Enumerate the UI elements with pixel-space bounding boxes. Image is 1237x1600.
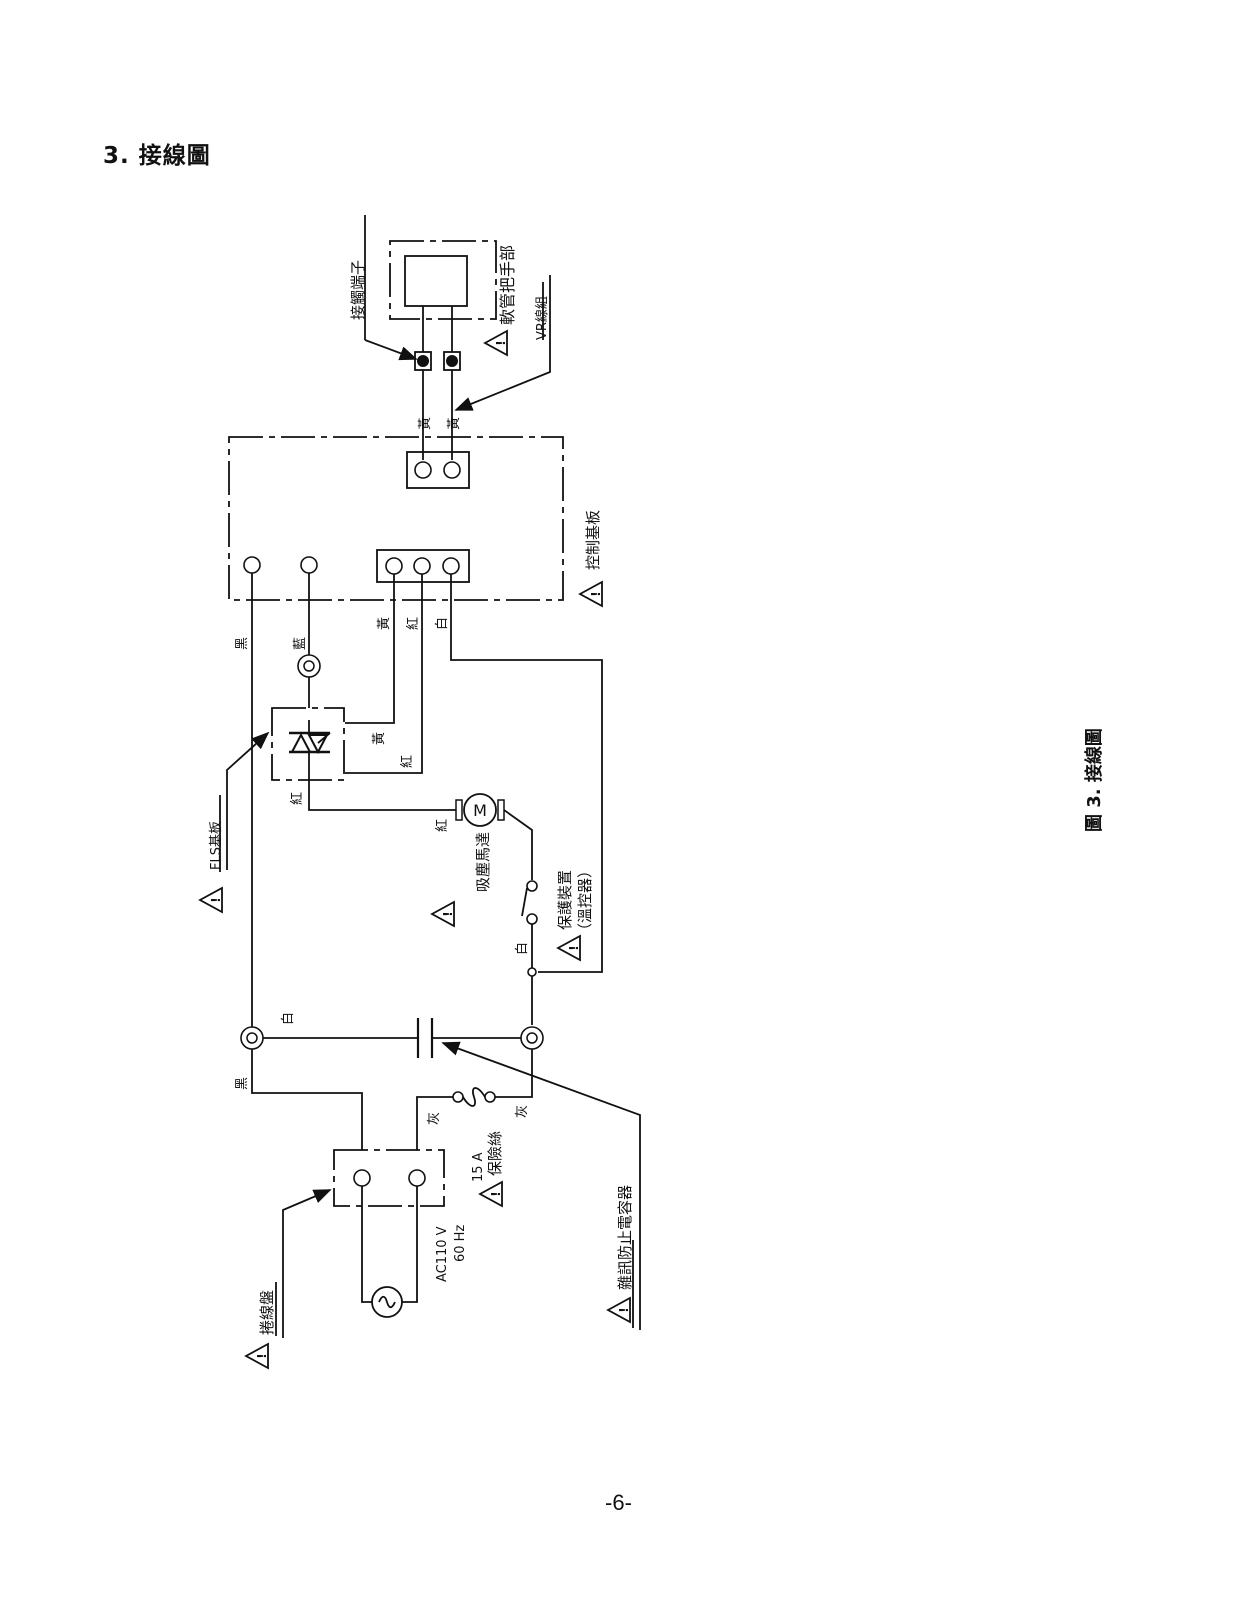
wire-color-yellow: 黃: [377, 617, 392, 630]
label-protector: 保護裝置: [556, 870, 574, 930]
wire-color-white: 白: [514, 942, 530, 955]
main-node-left: [240, 1026, 264, 1050]
label-control-board: 控制基板: [584, 510, 602, 570]
warning-icon-fls: !: [198, 886, 223, 914]
wire-color-red: 紅: [290, 792, 305, 805]
gray-wire-right: [495, 1049, 533, 1098]
svg-text:!: !: [567, 945, 581, 950]
red-wire: [345, 574, 423, 774]
contact-terminal-left: [414, 351, 432, 371]
label-thermostat: （溫控器）: [576, 863, 594, 938]
black-wire-reel: [251, 1049, 363, 1150]
vr-connector: [406, 451, 470, 489]
warning-icon-motor: !: [430, 900, 455, 928]
wire-color-yellow: 黃: [447, 417, 462, 430]
main-node-right: [520, 1026, 544, 1050]
fls-pointer: [226, 731, 270, 870]
ac-source-icon: [371, 1286, 403, 1318]
cord-reel: [333, 1149, 445, 1207]
svg-text:!: !: [589, 591, 603, 596]
warning-icon-capacitor: !: [606, 1296, 631, 1324]
wire-color-gray: 灰: [515, 1105, 530, 1118]
label-supply-voltage: AC110 V: [435, 1226, 450, 1282]
motor-icon: [463, 793, 497, 827]
fls-board-outline: [271, 707, 345, 781]
wire-color-red: 紅: [406, 617, 421, 630]
svg-text:!: !: [441, 911, 455, 916]
contact-terminal-right: [443, 351, 461, 371]
blue-connector: [297, 654, 321, 678]
wire-color-blue: 藍: [293, 637, 308, 650]
warning-icon-control: !: [578, 580, 603, 608]
capacitor-pointer: [441, 1041, 641, 1330]
svg-text:!: !: [617, 1307, 631, 1312]
label-fuse-rating: 15 A: [471, 1152, 486, 1182]
svg-text:!: !: [494, 340, 508, 345]
figure-caption: 圖 3. 接線圖: [1083, 728, 1105, 832]
wire-color-white: 白: [280, 1012, 296, 1025]
contact-terminal-block: [404, 255, 468, 307]
wire-color-red: 紅: [435, 819, 450, 832]
hose-handle-outline: [389, 240, 497, 320]
wire-color-white: 白: [434, 617, 450, 630]
yellow-wire: [345, 574, 395, 724]
black-terminal: [243, 556, 261, 574]
svg-text:!: !: [255, 1353, 269, 1358]
wire-color-black: 黑: [235, 1077, 250, 1090]
wire-color-yellow: 黃: [372, 732, 387, 745]
warning-icon-hose: !: [483, 329, 508, 357]
ac-wire-right: [402, 1186, 418, 1303]
triac-symbol: [289, 720, 331, 768]
cord-reel-outline: [333, 1149, 445, 1207]
white-wire-control: [450, 574, 603, 973]
noise-capacitor: [263, 1018, 521, 1058]
fuse-icon: [452, 1087, 496, 1107]
wire-color-yellow: 黃: [418, 417, 433, 430]
label-supply-frequency: 60 Hz: [453, 1225, 468, 1262]
warning-icon-protector: !: [556, 934, 581, 962]
cord-reel-pointer: [282, 1189, 332, 1338]
protector-switch: [521, 880, 538, 925]
fls-board: [271, 707, 345, 781]
label-hose-handle: 軟管把手部: [498, 245, 517, 325]
wire-color-red: 紅: [400, 755, 415, 768]
motor-symbol: M: [473, 801, 487, 820]
warning-icon-fuse: !: [478, 1180, 503, 1208]
svg-text:!: !: [209, 897, 223, 902]
control-board-outline: [228, 436, 564, 601]
hose-handle: [364, 215, 551, 411]
ac-wire-left: [361, 1186, 372, 1303]
warning-icon-reel: !: [244, 1342, 269, 1370]
contact-terminal-pointer: [364, 339, 418, 361]
label-suction-motor: 吸塵馬達: [474, 832, 492, 892]
label-contact-terminal: 接觸端子: [349, 260, 367, 320]
label-cord-reel: 捲線盤: [258, 1290, 276, 1335]
control-board: [228, 436, 564, 601]
page-number: -6-: [605, 1490, 632, 1515]
vr-wire-pointer: [454, 275, 551, 411]
label-noise-capacitor: 雜訊防止電容器: [616, 1185, 634, 1290]
wire-color-black: 黑: [235, 637, 250, 650]
section-title: 3. 接線圖: [103, 143, 211, 169]
main-connector: [376, 549, 470, 583]
blue-terminal: [300, 556, 318, 574]
red-wire-motor: [308, 768, 456, 811]
white-junction: [527, 967, 537, 977]
suction-motor: M: [455, 793, 505, 827]
svg-text:!: !: [489, 1191, 503, 1196]
label-fuse: 保險絲: [486, 1131, 504, 1176]
gray-wire-left: [416, 1096, 453, 1150]
label-vr-wire-set: VR線組: [534, 296, 550, 340]
motor-to-protector: [503, 809, 533, 880]
label-fls-board: FLS基板: [209, 821, 224, 870]
wire-color-gray: 灰: [427, 1112, 442, 1125]
